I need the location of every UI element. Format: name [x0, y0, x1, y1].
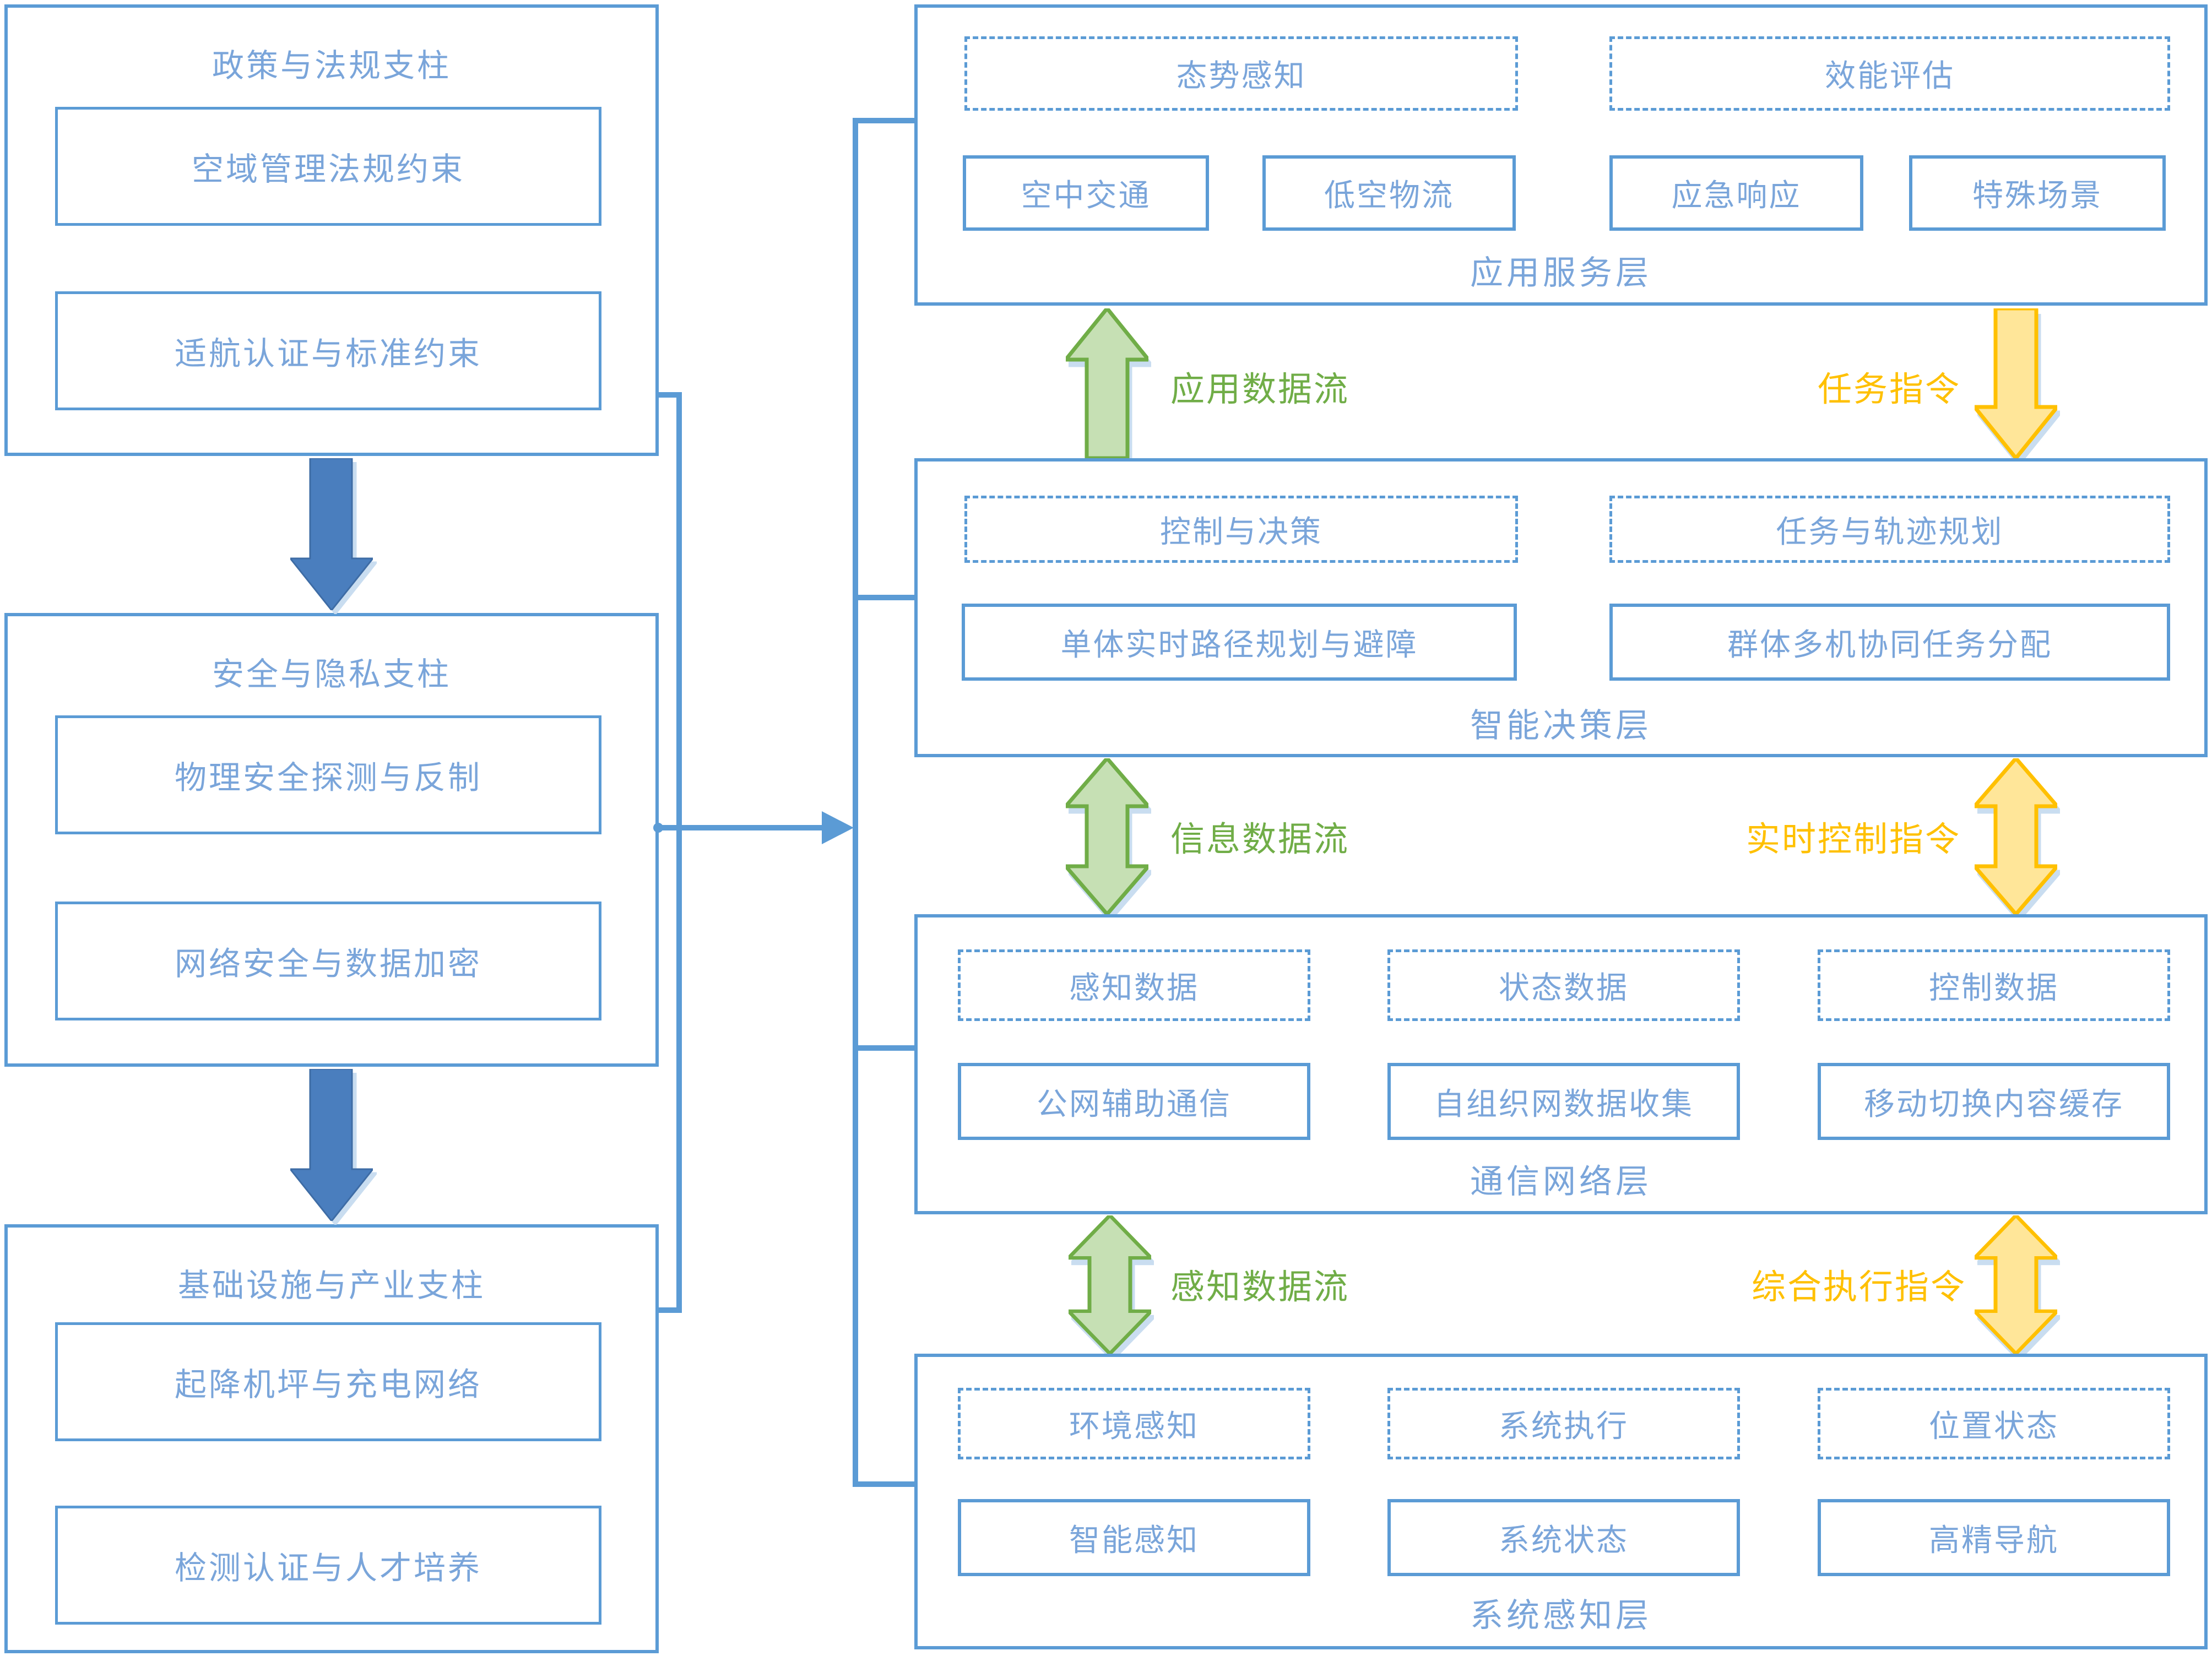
solid-box: 公网辅助通信 [958, 1063, 1310, 1140]
connector-arrow-shaft [659, 825, 824, 830]
pillar-item: 适航认证与标准约束 [55, 291, 601, 410]
pillar-title: 基础设施与产业支柱 [177, 1268, 485, 1304]
layer-label: 智能决策层 [1470, 707, 1652, 744]
bracket-stub [853, 1481, 915, 1487]
solid-box: 特殊场景 [1909, 155, 2166, 231]
down-arrow-icon [290, 458, 373, 610]
pillar-item: 物理安全探测与反制 [55, 715, 601, 834]
pillar-policy-box: 政策与法规支柱 空域管理法规约束 适航认证与标准约束 [4, 4, 659, 456]
bracket-stub [659, 1307, 682, 1313]
solid-box: 低空物流 [1262, 155, 1516, 231]
up-arrow-icon [1066, 308, 1148, 458]
layer-communication-box: 感知数据 状态数据 控制数据 公网辅助通信 自组织网数据收集 移动切换内容缓存 … [914, 914, 2208, 1214]
bracket-stub [853, 1045, 915, 1051]
flow-label-data: 感知数据流 [1170, 1269, 1350, 1306]
dashed-box: 控制数据 [1818, 949, 2170, 1021]
solid-box: 系统状态 [1387, 1499, 1740, 1576]
layer-perception-box: 环境感知 系统执行 位置状态 智能感知 系统状态 高精导航 系统感知层 [914, 1354, 2208, 1649]
solid-box: 群体多机协同任务分配 [1609, 604, 2170, 681]
double-arrow-icon [1975, 758, 2057, 914]
flow-label-command: 任务指令 [1817, 371, 1961, 409]
bracket-stub [853, 118, 915, 123]
dashed-box: 系统执行 [1387, 1388, 1740, 1459]
dashed-box: 位置状态 [1818, 1388, 2170, 1459]
flow-label-data: 应用数据流 [1170, 371, 1350, 409]
down-arrow-icon [1975, 308, 2057, 458]
dashed-box: 效能评估 [1609, 36, 2170, 111]
double-arrow-icon [1066, 758, 1148, 914]
dashed-box: 任务与轨迹规划 [1609, 496, 2170, 563]
pillar-infrastructure-box: 基础设施与产业支柱 起降机坪与充电网络 检测认证与人才培养 [4, 1224, 659, 1653]
bracket-stub [853, 595, 915, 600]
solid-box: 单体实时路径规划与避障 [962, 604, 1517, 681]
dashed-box: 态势感知 [964, 36, 1518, 111]
solid-box: 智能感知 [958, 1499, 1310, 1576]
solid-box: 空中交通 [963, 155, 1209, 231]
dashed-box: 状态数据 [1387, 949, 1740, 1021]
layer-decision-box: 控制与决策 任务与轨迹规划 单体实时路径规划与避障 群体多机协同任务分配 智能决… [914, 458, 2208, 757]
dashed-box: 环境感知 [958, 1388, 1310, 1459]
flow-label-command: 综合执行指令 [1751, 1269, 1966, 1306]
flow-label-command: 实时控制指令 [1745, 821, 1961, 859]
solid-box: 移动切换内容缓存 [1818, 1063, 2170, 1140]
pillar-title: 政策与法规支柱 [212, 48, 451, 84]
pillar-item: 检测认证与人才培养 [55, 1506, 601, 1625]
layer-label: 系统感知层 [1470, 1597, 1652, 1634]
bracket-stub [659, 392, 682, 398]
solid-box: 高精导航 [1818, 1499, 2170, 1576]
right-arrow-icon [822, 811, 854, 844]
dashed-box: 控制与决策 [964, 496, 1518, 563]
pillar-item: 起降机坪与充电网络 [55, 1322, 601, 1441]
double-arrow-icon [1069, 1215, 1151, 1354]
pillar-title: 安全与隐私支柱 [212, 656, 451, 692]
pillar-item: 空域管理法规约束 [55, 107, 601, 226]
down-arrow-icon [290, 1069, 373, 1221]
layer-bracket-line [853, 118, 858, 1487]
dashed-box: 感知数据 [958, 949, 1310, 1021]
layer-label: 应用服务层 [1470, 254, 1652, 291]
pillar-bracket-line [676, 392, 682, 1313]
solid-box: 应急响应 [1609, 155, 1863, 231]
layer-label: 通信网络层 [1470, 1163, 1652, 1200]
pillar-item: 网络安全与数据加密 [55, 902, 601, 1020]
double-arrow-icon [1975, 1215, 2057, 1354]
pillar-security-box: 安全与隐私支柱 物理安全探测与反制 网络安全与数据加密 [4, 613, 659, 1067]
layer-application-box: 态势感知 效能评估 空中交通 低空物流 应急响应 特殊场景 应用服务层 [914, 4, 2208, 306]
solid-box: 自组织网数据收集 [1387, 1063, 1740, 1140]
flow-label-data: 信息数据流 [1170, 821, 1350, 859]
